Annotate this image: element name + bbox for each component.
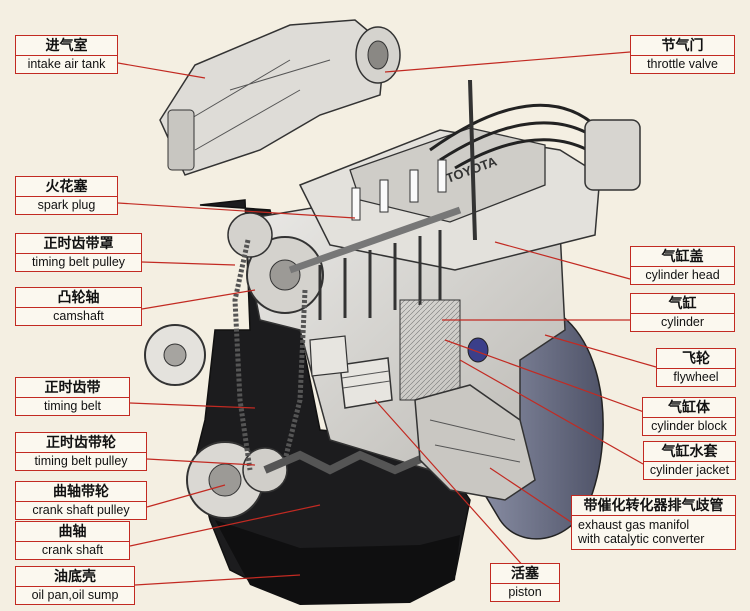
distributor-shape — [584, 119, 641, 191]
label-zh: 活塞 — [491, 564, 559, 585]
label-en: cylinder jacket — [649, 463, 730, 478]
label-piston: 活塞 piston — [490, 563, 560, 603]
label-en: crank shaft pulley — [32, 503, 130, 518]
label-en: intake air tank — [27, 57, 106, 72]
leader-lines — [117, 51, 657, 586]
label-timing-belt-pulley: 正时齿带轮 timing belt pulley — [15, 432, 147, 472]
label-en: timing belt pulley — [34, 454, 128, 469]
label-cylinder-jacket: 气缸水套 cylinder jacket — [643, 441, 736, 481]
label-zh: 气缸水套 — [644, 442, 735, 463]
piston-shape-2 — [309, 335, 349, 377]
timing-gear-shape — [227, 212, 273, 258]
label-zh: 进气室 — [16, 36, 117, 57]
label-zh: 气缸体 — [643, 398, 735, 419]
label-zh: 油底壳 — [16, 567, 134, 588]
label-en-line2: with catalytic converter — [578, 532, 705, 547]
label-zh: 凸轮轴 — [16, 288, 141, 309]
engine-illustration: TOYOTA — [144, 19, 641, 605]
oil-pan-shape — [215, 520, 460, 605]
label-camshaft: 凸轮轴 camshaft — [15, 287, 142, 327]
label-en: camshaft — [53, 309, 104, 324]
exhaust-manifold-shape — [414, 384, 536, 501]
label-timing-belt-cover: 正时齿带罩 timing belt pulley — [15, 233, 142, 273]
label-en: oil pan,oil sump — [31, 588, 119, 603]
label-zh: 火花塞 — [16, 177, 117, 198]
label-zh: 曲轴 — [16, 522, 129, 543]
label-zh: 飞轮 — [657, 349, 735, 370]
label-intake-air-tank: 进气室 intake air tank — [15, 35, 118, 75]
label-cylinder: 气缸 cylinder — [630, 293, 735, 333]
label-en: timing belt pulley — [31, 255, 126, 270]
camshaft-shape — [288, 206, 462, 274]
label-throttle-valve: 节气门 throttle valve — [630, 35, 735, 75]
label-crank-shaft-pulley: 曲轴带轮 crank shaft pulley — [15, 481, 147, 521]
label-zh: 正时齿带 — [16, 378, 129, 399]
intake-body — [167, 109, 195, 171]
label-crank-shaft: 曲轴 crank shaft — [15, 521, 130, 561]
label-zh: 正时齿带罩 — [16, 234, 141, 255]
label-cylinder-block: 气缸体 cylinder block — [642, 397, 736, 437]
label-en: timing belt — [44, 399, 101, 414]
label-zh: 带催化转化器排气歧管 — [572, 496, 735, 517]
label-zh: 气缸 — [631, 294, 734, 315]
crankshaft-shape — [263, 450, 432, 475]
label-en: cylinder — [660, 315, 705, 330]
label-en: flywheel — [673, 370, 719, 385]
label-oil-pan: 油底壳 oil pan,oil sump — [15, 566, 135, 606]
label-zh: 曲轴带轮 — [16, 482, 146, 503]
label-en: crank shaft — [41, 543, 104, 558]
piston-shape — [339, 357, 393, 409]
valves-group — [318, 230, 442, 320]
label-spark-plug: 火花塞 spark plug — [15, 176, 118, 216]
label-cylinder-head: 气缸盖 cylinder head — [630, 246, 735, 286]
label-en: cylinder block — [651, 419, 727, 434]
label-en: throttle valve — [647, 57, 718, 72]
label-timing-belt: 正时齿带 timing belt — [15, 377, 130, 417]
label-en-line1: exhaust gas manifol — [578, 518, 690, 533]
timing-belt-shape — [232, 239, 308, 471]
label-zh: 正时齿带轮 — [16, 433, 146, 454]
cylinder-bore-shape — [399, 299, 461, 401]
spark-plugs-group — [351, 159, 447, 221]
label-exhaust-manifold: 带催化转化器排气歧管 exhaust gas manifol with cata… — [571, 495, 736, 550]
label-flywheel: 飞轮 flywheel — [656, 348, 736, 388]
label-en: cylinder head — [645, 268, 720, 283]
label-en: piston — [508, 585, 542, 600]
sensor-shape — [467, 337, 489, 363]
label-zh: 节气门 — [631, 36, 734, 57]
label-en: spark plug — [37, 198, 96, 213]
label-zh: 气缸盖 — [631, 247, 734, 268]
